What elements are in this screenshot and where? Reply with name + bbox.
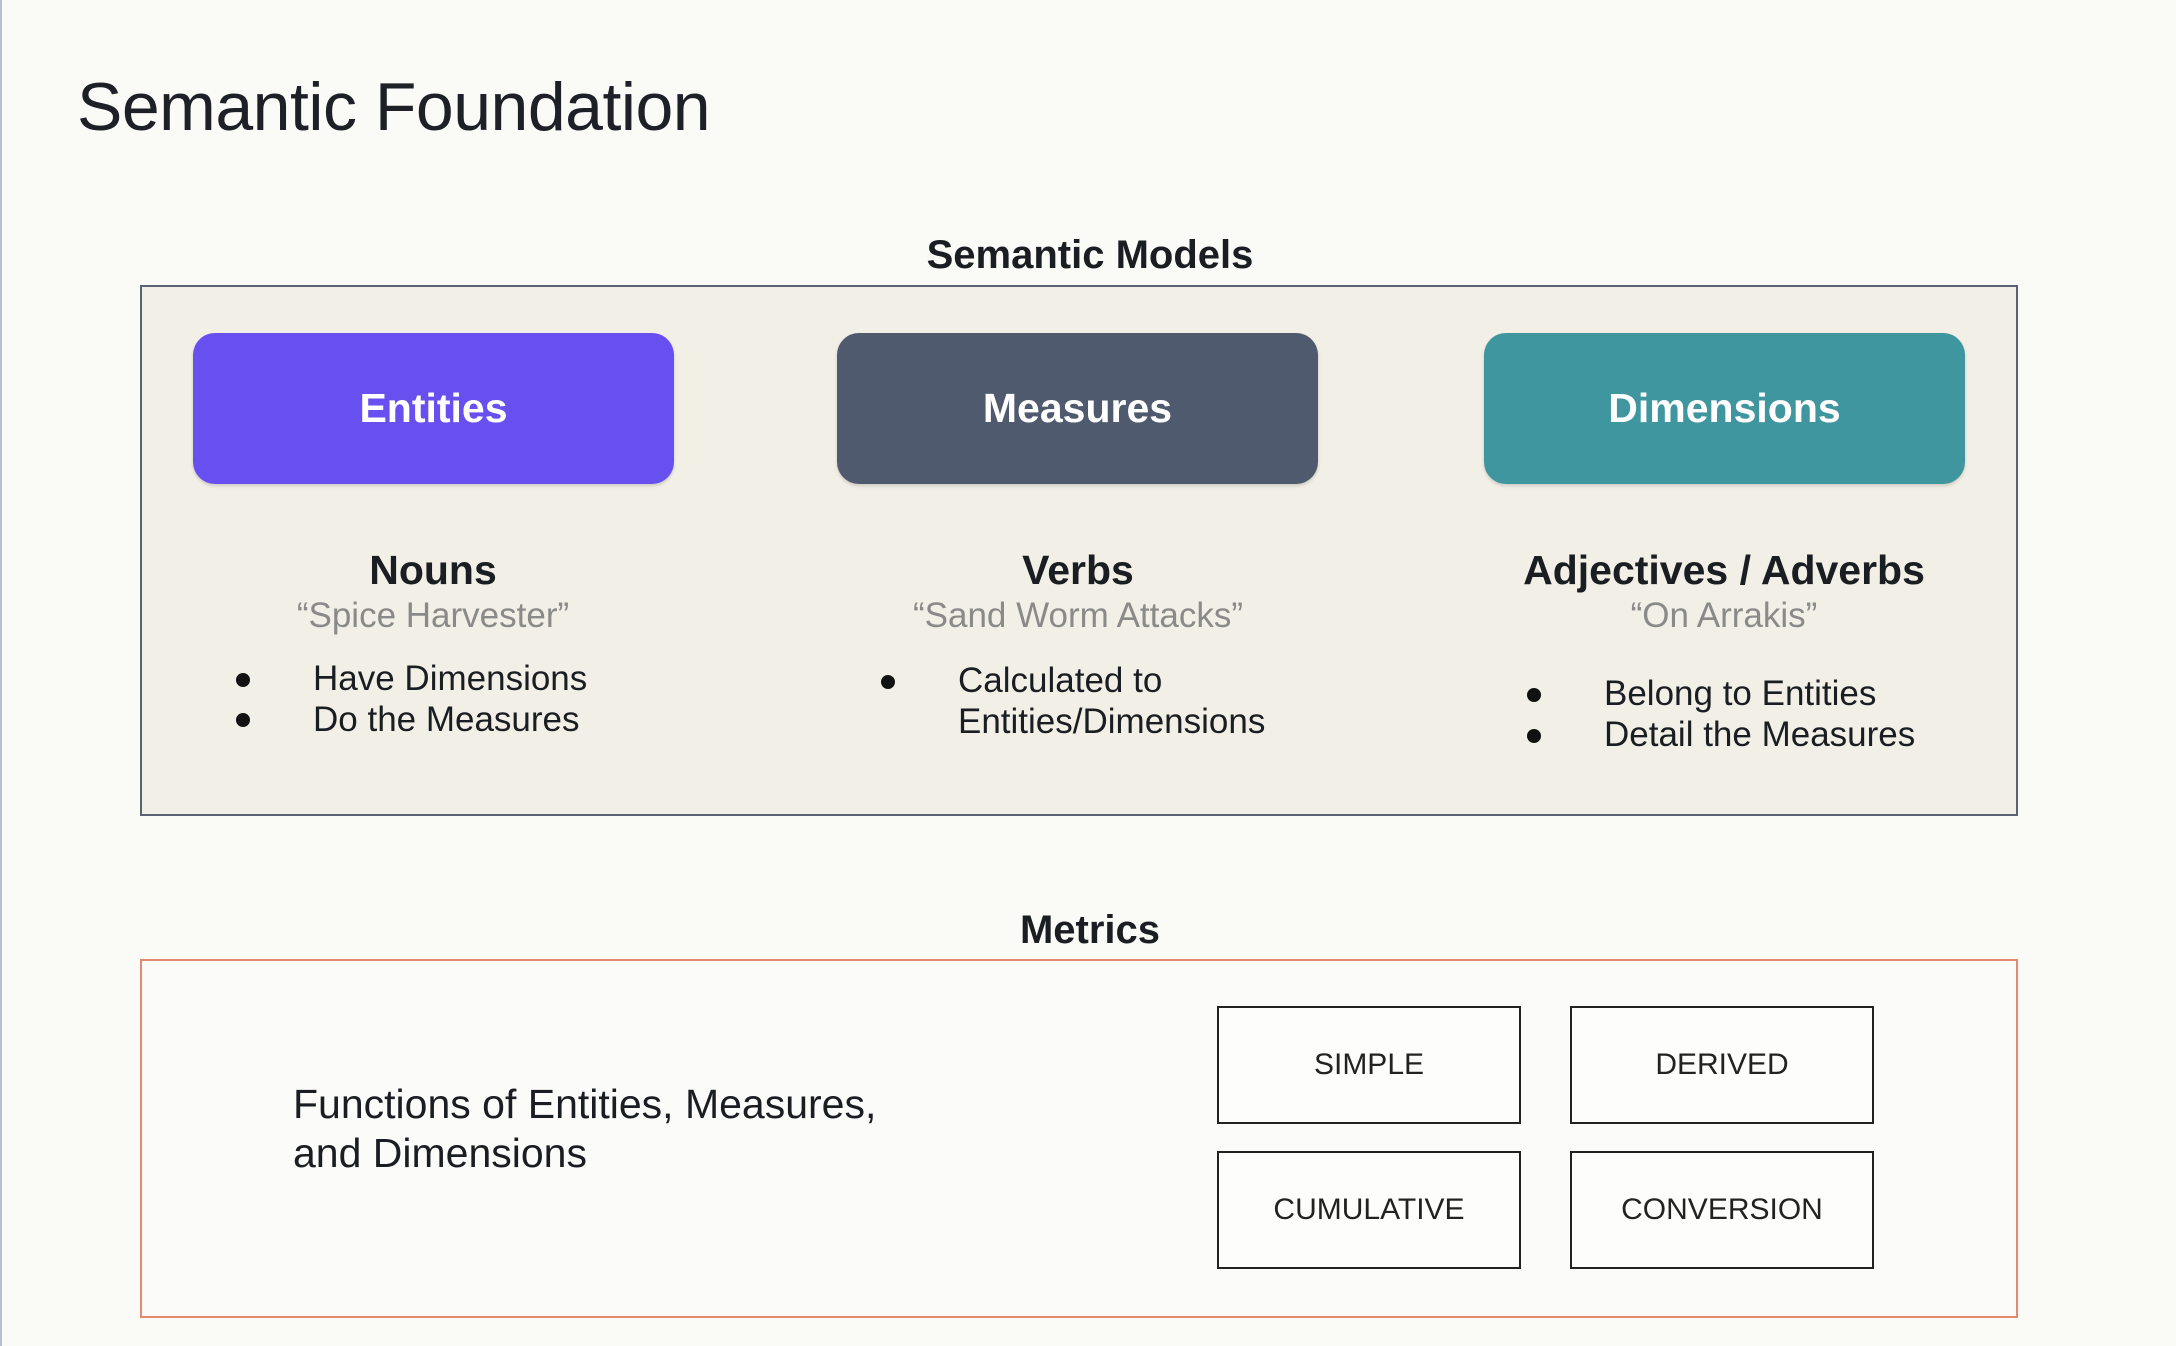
dimensions-bullets: Belong to Entities Detail the Measures — [1604, 673, 1915, 755]
page-title: Semantic Foundation — [77, 69, 711, 145]
bullet-icon — [1527, 729, 1541, 743]
measures-heading: Verbs — [1022, 547, 1134, 593]
entities-card: Entities — [193, 333, 674, 484]
dimensions-card: Dimensions — [1484, 333, 1965, 484]
left-edge-line — [0, 0, 2, 1346]
metric-type-conversion: CONVERSION — [1570, 1151, 1874, 1269]
bullet-item: Detail the Measures — [1604, 715, 1916, 754]
bullet-item: Have Dimensions — [313, 659, 588, 698]
entities-heading: Nouns — [369, 547, 497, 593]
entities-example: “Spice Harvester” — [296, 596, 570, 635]
metric-type-cumulative: CUMULATIVE — [1217, 1151, 1521, 1269]
semantic-models-label: Semantic Models — [926, 233, 1254, 277]
bullet-icon — [1527, 688, 1541, 702]
metric-type-simple: SIMPLE — [1217, 1006, 1521, 1124]
bullet-icon — [881, 675, 895, 689]
dimensions-example: “On Arrakis” — [1630, 596, 1818, 635]
entities-bullets: Have Dimensions Do the Measures — [313, 658, 587, 740]
bullet-icon — [236, 713, 250, 727]
bullet-item: Belong to Entities — [1604, 674, 1877, 713]
metrics-description: Functions of Entities, Measures, and Dim… — [293, 1081, 877, 1176]
measures-example: “Sand Worm Attacks” — [912, 596, 1243, 635]
dimensions-description: Adjectives / Adverbs “On Arrakis” — [1404, 545, 2044, 637]
measures-description: Verbs “Sand Worm Attacks” — [758, 545, 1398, 637]
bullet-item: Calculated to Entities/Dimensions — [958, 661, 1266, 741]
metrics-label: Metrics — [1019, 908, 1161, 952]
metric-type-derived: DERIVED — [1570, 1006, 1874, 1124]
bullet-icon — [236, 673, 250, 687]
measures-card: Measures — [837, 333, 1318, 484]
measures-bullets: Calculated to Entities/Dimensions — [958, 660, 1318, 742]
entities-description: Nouns “Spice Harvester” — [113, 545, 753, 637]
dimensions-heading: Adjectives / Adverbs — [1523, 547, 1925, 593]
bullet-item: Do the Measures — [313, 700, 580, 739]
